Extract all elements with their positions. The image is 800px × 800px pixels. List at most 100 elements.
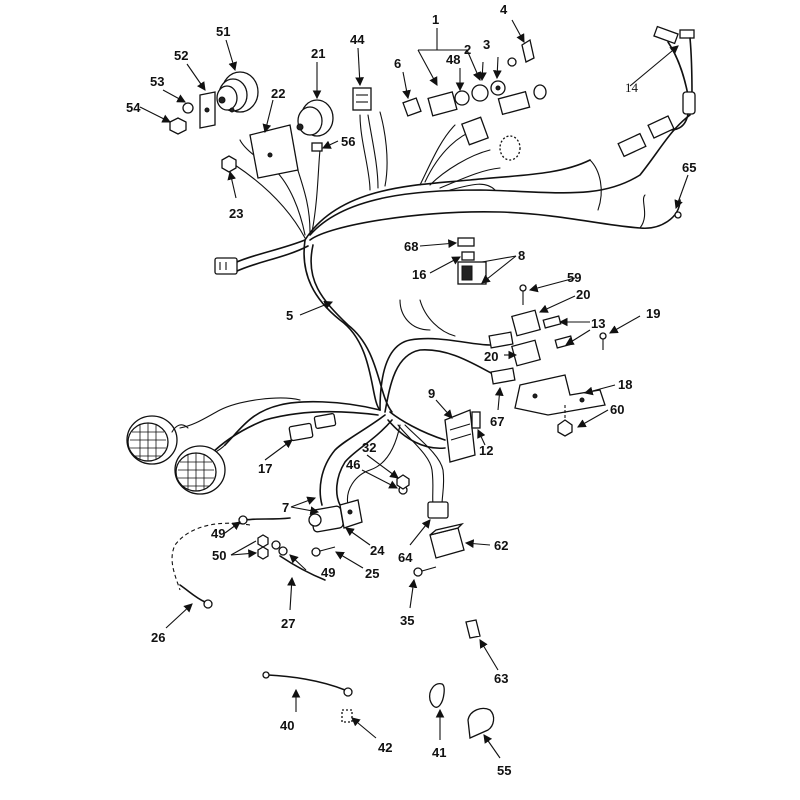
label-7: 7 — [282, 500, 289, 515]
label-2: 2 — [464, 42, 471, 57]
harness-connector-right2 — [617, 132, 647, 158]
nut-54 — [169, 117, 187, 135]
module-9-line — [449, 423, 471, 431]
label-52: 52 — [174, 48, 188, 63]
label-41: 41 — [432, 745, 446, 760]
label-59: 59 — [567, 270, 581, 285]
washer-50 — [271, 540, 281, 550]
terminal-block-a — [488, 331, 514, 349]
label-4: 4 — [500, 2, 508, 17]
bracket-22 — [249, 124, 299, 179]
key-4 — [521, 38, 535, 63]
label-62: 62 — [494, 538, 508, 553]
plug-14 — [653, 25, 696, 131]
label-50: 50 — [212, 548, 226, 563]
ring-terminal-65 — [674, 211, 682, 219]
harness-connector-right — [647, 115, 675, 139]
label-24: 24 — [370, 543, 385, 558]
label-26: 26 — [151, 630, 165, 645]
label-49-lower: 49 — [321, 565, 335, 580]
screw-35-shaft — [421, 566, 437, 572]
label-68: 68 — [404, 239, 418, 254]
label-3: 3 — [483, 37, 490, 52]
bolt-25 — [311, 546, 336, 557]
label-12: 12 — [479, 443, 493, 458]
screw-59-head — [519, 284, 527, 292]
label-27: 27 — [281, 616, 295, 631]
label-65: 65 — [682, 160, 696, 175]
label-19: 19 — [646, 306, 660, 321]
headlight-lead — [171, 424, 189, 433]
cable-49-end — [238, 515, 248, 525]
label-8: 8 — [518, 248, 525, 263]
label-1: 1 — [432, 12, 439, 27]
boot-6 — [402, 97, 422, 117]
label-20-upper: 20 — [576, 287, 590, 302]
washer-53 — [182, 102, 194, 114]
rocker-switch-8 — [457, 261, 487, 285]
switch-20-upper — [511, 309, 541, 337]
label-32: 32 — [362, 440, 376, 455]
connector-17 — [288, 422, 314, 442]
bolt-25-shaft — [319, 546, 336, 552]
label-17: 17 — [258, 461, 272, 476]
nut-23 — [221, 155, 237, 173]
key-ring-4 — [507, 57, 517, 67]
bracket-hole — [267, 152, 273, 158]
cable-40 — [267, 674, 346, 691]
label-14: 14 — [625, 80, 639, 95]
label-35: 35 — [400, 613, 414, 628]
label-42: 42 — [378, 740, 392, 755]
bracket-18 — [514, 374, 606, 416]
clip-55 — [467, 707, 495, 739]
label-64: 64 — [398, 550, 413, 565]
switch-assembly — [461, 84, 547, 161]
cable-40-terminal — [343, 687, 353, 697]
bracket-18-hole — [532, 393, 538, 399]
part-labels: 1 2 3 4 5 6 7 8 9 12 13 14 16 17 18 19 2… — [126, 2, 696, 778]
terminal-56 — [311, 142, 323, 152]
key-switch-1 — [427, 80, 506, 117]
headlight-left — [126, 415, 178, 465]
cable-49-top — [245, 517, 291, 521]
screw-19-head — [599, 332, 607, 340]
gauge-bracket-52 — [199, 91, 216, 129]
cable-26 — [179, 584, 206, 603]
label-25: 25 — [365, 566, 379, 581]
cable-40-end — [262, 671, 270, 679]
label-6: 6 — [394, 56, 401, 71]
main-harness — [179, 111, 691, 506]
label-40: 40 — [280, 718, 294, 733]
cable-26-guide — [171, 522, 251, 591]
gauge-21 — [296, 99, 334, 137]
nut-32 — [396, 474, 410, 490]
plug-12 — [471, 411, 481, 429]
lens-16 — [461, 251, 475, 261]
clip-68 — [457, 237, 475, 247]
label-16: 16 — [412, 267, 426, 282]
starter-solenoid-24 — [308, 499, 363, 533]
label-63: 63 — [494, 671, 508, 686]
label-44: 44 — [350, 32, 365, 47]
nut-50-b — [257, 546, 269, 560]
cable-26-terminal — [203, 599, 213, 609]
switch-20-lower — [511, 339, 541, 367]
label-23: 23 — [229, 206, 243, 221]
label-55: 55 — [497, 763, 511, 778]
label-53: 53 — [150, 74, 164, 89]
label-49-upper: 49 — [211, 526, 225, 541]
label-5: 5 — [286, 308, 293, 323]
label-56: 56 — [341, 134, 355, 149]
leader-lines — [139, 19, 689, 759]
label-48: 48 — [446, 52, 460, 67]
label-9: 9 — [428, 386, 435, 401]
label-20-lower: 20 — [484, 349, 498, 364]
label-13: 13 — [591, 316, 605, 331]
connector-44 — [352, 87, 372, 111]
label-60: 60 — [610, 402, 624, 417]
label-67: 67 — [490, 414, 504, 429]
washer-49 — [278, 546, 288, 556]
clamp-63 — [465, 619, 481, 639]
nut-60 — [557, 419, 573, 437]
